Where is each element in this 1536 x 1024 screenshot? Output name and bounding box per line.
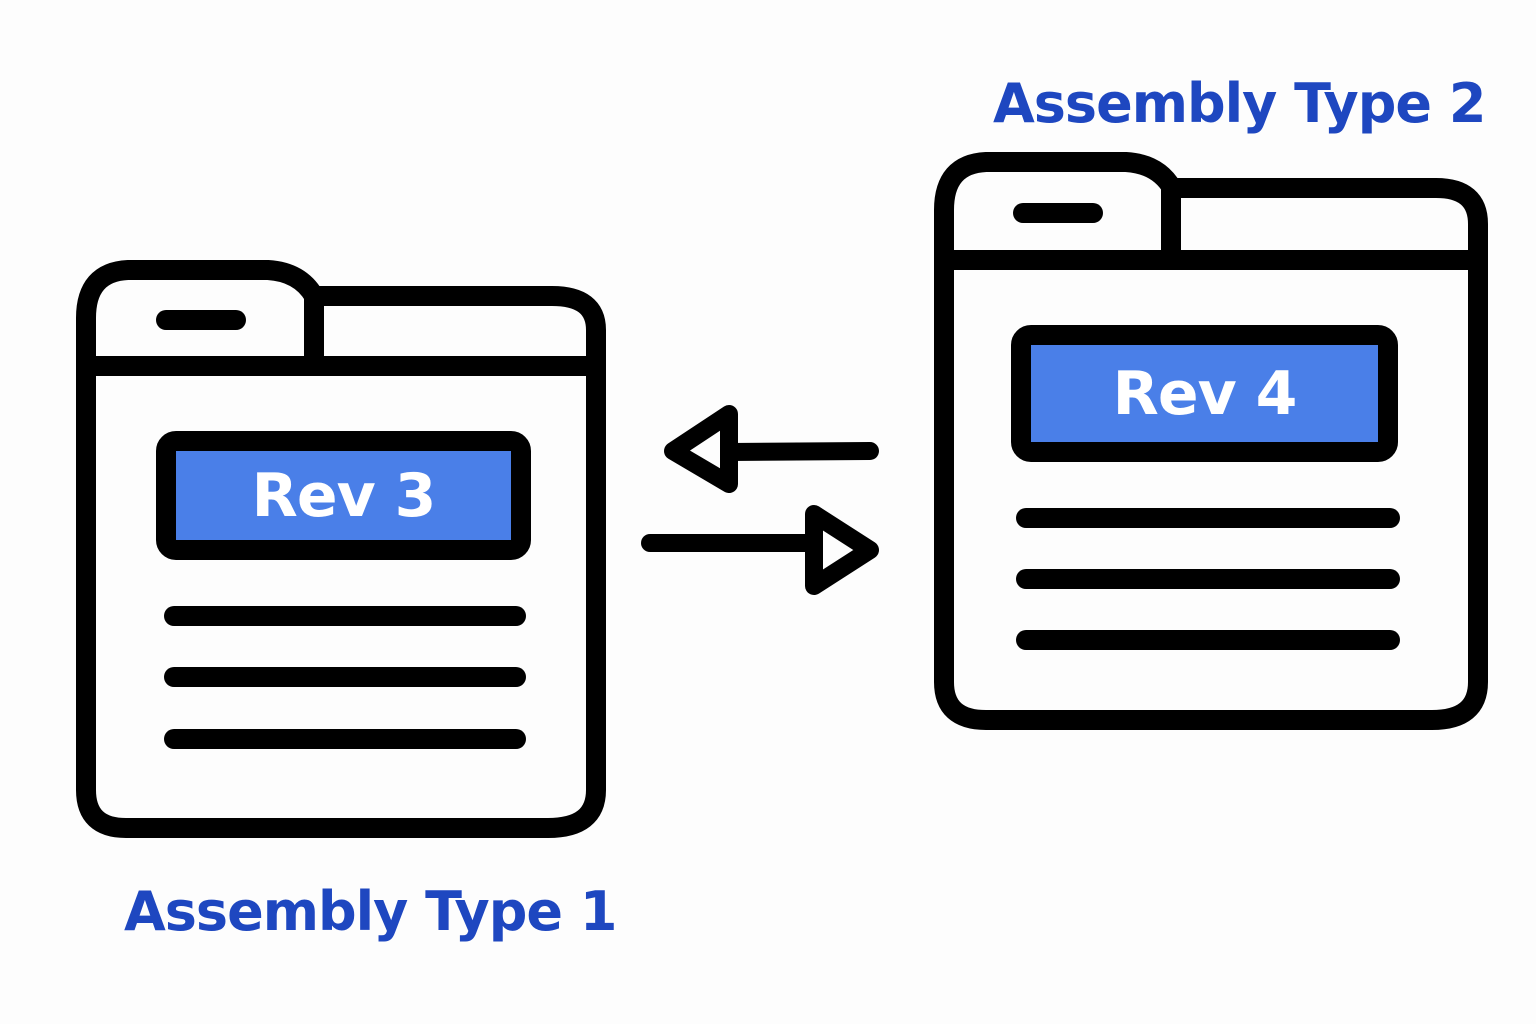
window-2-rev-box bbox=[1011, 325, 1398, 462]
assembly-2-revision-label: Rev 4 bbox=[1112, 358, 1298, 429]
window-1-frame bbox=[76, 260, 606, 838]
assembly-2-title: Assembly Type 2 bbox=[993, 72, 1486, 135]
assembly-1-revision-label: Rev 3 bbox=[251, 461, 437, 531]
assembly-1-title: Assembly Type 1 bbox=[124, 880, 617, 943]
arrow-left-icon bbox=[664, 405, 879, 493]
window-1-rev-box bbox=[156, 431, 531, 560]
arrow-right-icon bbox=[641, 505, 879, 595]
window-assembly-2 bbox=[934, 152, 1488, 730]
window-assembly-1 bbox=[76, 260, 606, 838]
window-2-frame bbox=[934, 152, 1488, 730]
